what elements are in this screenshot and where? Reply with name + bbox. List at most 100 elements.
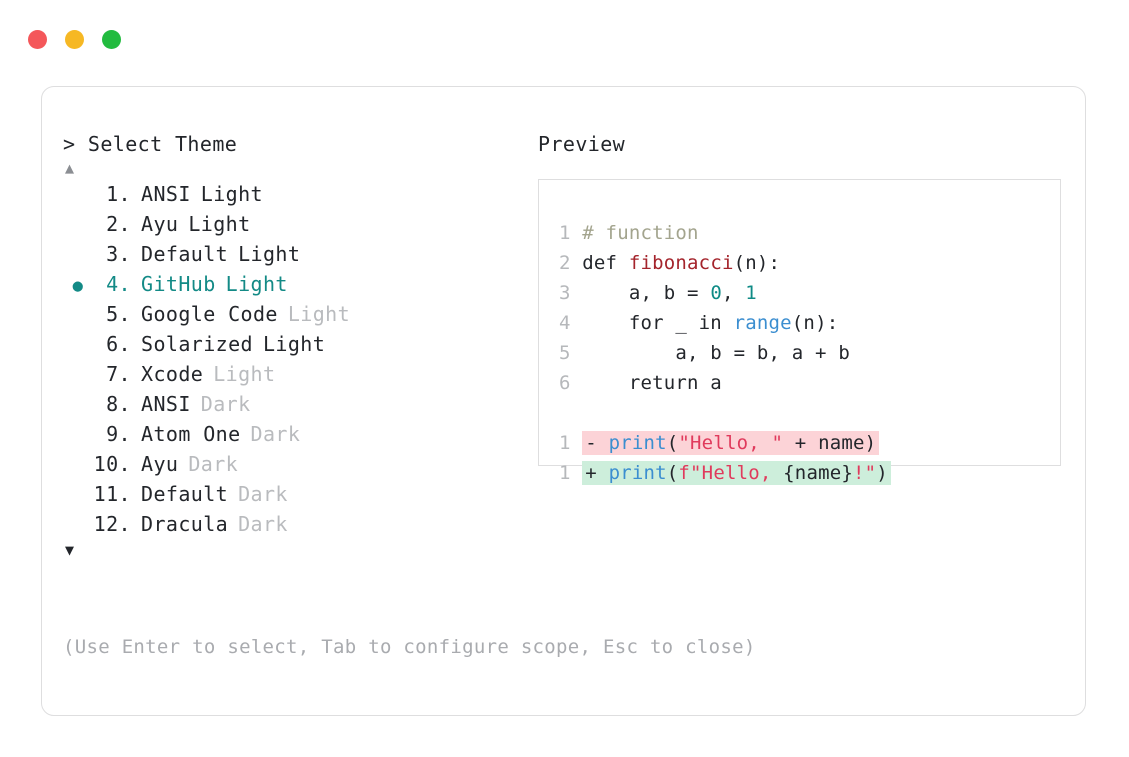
theme-item-name: ANSI: [141, 392, 191, 416]
theme-item-variant: Light: [200, 182, 263, 206]
line-number: 1: [559, 432, 583, 454]
bullet-placeholder: ●: [63, 211, 93, 241]
code-token: (: [666, 432, 679, 454]
theme-item-index: 2.: [106, 212, 131, 236]
scroll-down-icon[interactable]: ▼: [65, 541, 75, 559]
code-line: 6 return a: [559, 368, 1060, 398]
minimize-dot[interactable]: [65, 30, 84, 49]
theme-selector-card: > Select Theme ▲ ●1.ANSILight●2.AyuLight…: [41, 86, 1086, 716]
theme-item-index: 3.: [106, 242, 131, 266]
code-line: 3 a, b = 0, 1: [559, 278, 1060, 308]
line-number: 2: [559, 252, 583, 274]
bullet-placeholder: ●: [63, 241, 93, 271]
bullet-placeholder: ●: [63, 481, 93, 511]
theme-item-name: Ayu: [141, 212, 179, 236]
code-token: # function: [582, 222, 699, 244]
theme-item-variant: Light: [188, 212, 251, 236]
line-number: 1: [559, 462, 583, 484]
code-token: {name}: [783, 462, 854, 484]
code-token: "Hello, ": [678, 432, 784, 454]
code-token: print: [608, 432, 667, 454]
line-number: 5: [559, 342, 583, 364]
code-token: range: [733, 312, 792, 334]
theme-item-name: ANSI: [141, 182, 191, 206]
line-number: 3: [559, 282, 583, 304]
code-line: 2 def fibonacci(n):: [559, 248, 1060, 278]
code-spacer: [559, 398, 1060, 428]
code-token: 0: [710, 282, 722, 304]
selected-bullet-icon: ●: [72, 276, 84, 296]
maximize-dot[interactable]: [102, 30, 121, 49]
theme-item-index: 9.: [106, 422, 131, 446]
theme-item-index: 4.: [106, 272, 131, 296]
code-token: a, b =: [582, 282, 711, 304]
diff-marker: +: [585, 462, 609, 484]
theme-item-variant: Light: [213, 362, 276, 386]
code-token: print: [608, 462, 667, 484]
code-line: 1 # function: [559, 218, 1060, 248]
code-line: 5 a, b = b, a + b: [559, 338, 1060, 368]
theme-item-name: GitHub: [141, 272, 216, 296]
code-token: 1: [745, 282, 757, 304]
line-number: 4: [559, 312, 583, 334]
theme-item-variant: Dark: [238, 512, 288, 536]
theme-item-name: Default: [141, 482, 229, 506]
code-token: (n):: [733, 252, 781, 274]
theme-item-name: Solarized: [141, 332, 253, 356]
keyboard-hint: (Use Enter to select, Tab to configure s…: [63, 636, 756, 658]
preview-label: Preview: [538, 132, 626, 156]
theme-item-variant: Light: [238, 242, 301, 266]
theme-item-index: 1.: [106, 182, 131, 206]
bullet-placeholder: ●: [63, 511, 93, 541]
code-token: + name): [783, 432, 877, 454]
code-token: (: [666, 462, 679, 484]
theme-item-variant: Dark: [250, 422, 301, 446]
scroll-up-icon[interactable]: ▲: [65, 159, 75, 177]
page-title: Select Theme: [87, 132, 238, 156]
diff-line-del: 1 - print("Hello, " + name): [559, 428, 1060, 458]
code-token: ): [876, 462, 888, 484]
theme-list-item[interactable]: ● 8. ANSI Dark: [63, 389, 533, 419]
bullet-placeholder: ●: [63, 391, 93, 421]
bullet-placeholder: ●: [63, 361, 93, 391]
bullet-placeholder: ●: [63, 301, 93, 331]
theme-item-name: Ayu: [141, 452, 179, 476]
code-token: for _ in: [582, 312, 734, 334]
code-token: (n):: [791, 312, 839, 334]
theme-list-item[interactable]: ● 2. Ayu Light: [63, 209, 533, 239]
code-token: f"Hello,: [678, 462, 784, 484]
line-number: 1: [559, 222, 583, 244]
theme-item-index: 8.: [106, 392, 131, 416]
theme-item-variant: Dark: [188, 452, 239, 476]
code-token: ,: [721, 282, 746, 304]
theme-item-name: Google Code: [141, 302, 278, 326]
theme-selector-panel: > Select Theme ▲ ●1.ANSILight●2.AyuLight…: [63, 131, 533, 561]
close-dot[interactable]: [28, 30, 47, 49]
theme-list: ●1.ANSILight●2.AyuLight●3.DefaultLight●4…: [63, 179, 533, 539]
prompt-line: > Select Theme: [63, 131, 533, 157]
theme-item-name: Atom One: [141, 422, 241, 446]
code-token: !": [853, 462, 877, 484]
diff-line-content: - print("Hello, " + name): [582, 431, 880, 455]
theme-item-index: 6.: [106, 332, 131, 356]
theme-item-name: Xcode: [141, 362, 204, 386]
code-token: return a: [582, 372, 722, 394]
theme-item-variant: Dark: [200, 392, 251, 416]
diff-line-content: + print(f"Hello, {name}!"): [582, 461, 891, 485]
code-token: fibonacci: [628, 252, 734, 274]
line-number: 6: [559, 372, 583, 394]
theme-item-index: 11.: [93, 482, 131, 506]
